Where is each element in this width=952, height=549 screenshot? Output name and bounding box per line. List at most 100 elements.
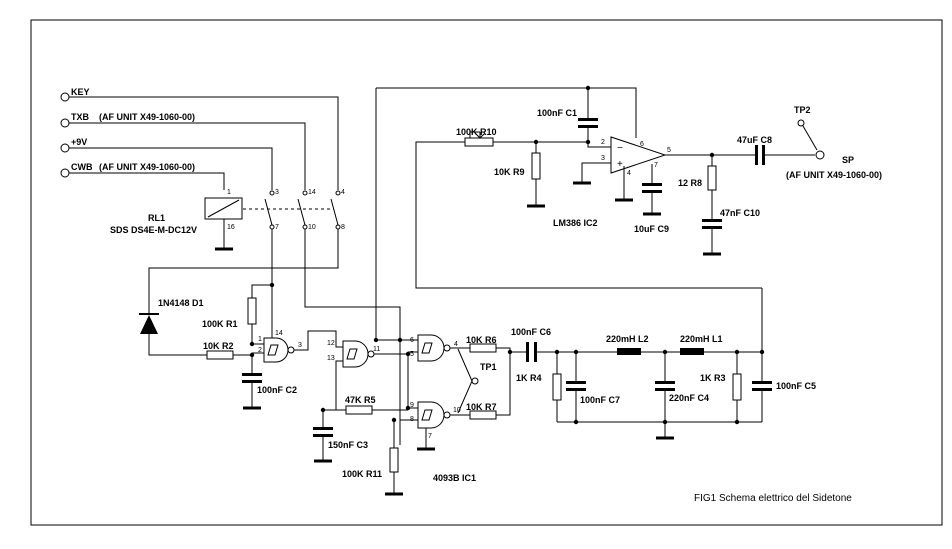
wire-cwb bbox=[69, 172, 225, 190]
r4-label: 1K R4 bbox=[516, 373, 542, 383]
c6-label: 100nF C6 bbox=[511, 327, 551, 337]
diode-d1: 1N4148 D1 bbox=[139, 298, 207, 356]
figure-caption: FIG1 Schema elettrico del Sidetone bbox=[694, 493, 852, 504]
relay-contact-b bbox=[297, 198, 306, 226]
nand-gate-4: 9 8 10 7 bbox=[410, 401, 461, 440]
capacitor-c1-plate-b bbox=[578, 125, 598, 128]
svg-text:14: 14 bbox=[275, 330, 283, 337]
c4-label: 220nF C4 bbox=[669, 393, 709, 403]
capacitor-c4-plate-b bbox=[655, 388, 675, 391]
wire-g2-pin13 bbox=[335, 360, 343, 410]
r1-label: 100K R1 bbox=[202, 319, 238, 329]
terminal-txb[interactable] bbox=[60, 118, 70, 128]
terminal-cwb[interactable] bbox=[60, 168, 70, 178]
terminal-txb-note: (AF UNIT X49-1060-00) bbox=[99, 112, 195, 122]
capacitor-c8-plate-a bbox=[755, 145, 758, 165]
svg-text:4: 4 bbox=[627, 170, 631, 177]
c1-label: 100nF C1 bbox=[537, 108, 577, 118]
capacitor-c5-plate-a bbox=[752, 381, 772, 384]
relay-ref-label: RL1 bbox=[148, 213, 165, 223]
nand-gate-3: 6 5 4 bbox=[410, 334, 458, 362]
tp2-label: TP2 bbox=[794, 105, 811, 115]
resistor-r6 bbox=[469, 343, 497, 353]
svg-text:2: 2 bbox=[601, 139, 605, 146]
potentiometer-r10[interactable] bbox=[464, 137, 494, 147]
terminal-cwb-note: (AF UNIT X49-1060-00) bbox=[99, 162, 195, 172]
svg-text:1: 1 bbox=[258, 336, 262, 343]
svg-text:7: 7 bbox=[654, 162, 658, 169]
c7-label: 100nF C7 bbox=[580, 395, 620, 405]
svg-text:2: 2 bbox=[258, 347, 262, 354]
relay-pin-14: 14 bbox=[308, 189, 316, 196]
c10-label: 47nF C10 bbox=[720, 208, 760, 218]
svg-text:9: 9 bbox=[410, 402, 414, 409]
nand-gate-1: 1 2 3 14 bbox=[258, 330, 302, 363]
test-point-tp2[interactable] bbox=[797, 119, 805, 127]
relay-rl1: 1 16 3 7 14 10 4 8 RL1 SDS DS4E-M-DC12V bbox=[110, 189, 345, 251]
relay-pin-3: 3 bbox=[275, 189, 279, 196]
resistor-r5 bbox=[345, 405, 373, 415]
terminal-plus9v-label: +9V bbox=[71, 137, 87, 147]
svg-text:6: 6 bbox=[410, 337, 414, 344]
terminal-plus9v[interactable] bbox=[60, 143, 70, 153]
wire-r6-r7-junction bbox=[496, 347, 511, 416]
drawing-frame bbox=[30, 19, 943, 526]
r6-label: 10K R6 bbox=[466, 335, 497, 345]
svg-text:10: 10 bbox=[453, 407, 461, 414]
capacitor-c9-plate-b bbox=[642, 190, 662, 193]
resistor-r4 bbox=[552, 373, 562, 401]
svg-text:6: 6 bbox=[640, 141, 644, 148]
r7-label: 10K R7 bbox=[466, 402, 497, 412]
terminal-cwb-label: CWB bbox=[71, 162, 93, 172]
svg-text:+: + bbox=[617, 159, 623, 170]
tp2-lead bbox=[802, 125, 818, 151]
sp-note: (AF UNIT X49-1060-00) bbox=[786, 170, 882, 180]
wire-relay-pin10-down bbox=[304, 229, 401, 445]
op-amp-ic2-body bbox=[610, 136, 667, 174]
svg-text:4: 4 bbox=[454, 341, 458, 348]
capacitor-c2-plate-b bbox=[242, 380, 262, 383]
ic2-label: LM386 IC2 bbox=[553, 218, 598, 228]
test-point-tp1[interactable] bbox=[471, 377, 479, 385]
resistor-r3 bbox=[732, 373, 742, 401]
r11-label: 100K R11 bbox=[342, 469, 382, 479]
capacitor-c10-plate-a bbox=[702, 219, 722, 222]
d1-label: 1N4148 D1 bbox=[158, 298, 204, 308]
svg-text:8: 8 bbox=[410, 416, 414, 423]
svg-text:5: 5 bbox=[410, 351, 414, 358]
relay-pin-10: 10 bbox=[308, 224, 316, 231]
wire-g1-to-g2 bbox=[294, 330, 343, 351]
capacitor-c3-plate-a bbox=[313, 427, 333, 430]
terminal-key[interactable] bbox=[60, 92, 70, 102]
relay-pin-4: 4 bbox=[341, 189, 345, 196]
wire-relay-pin8-to-d1 bbox=[148, 229, 339, 305]
capacitor-c7-plate-a bbox=[566, 381, 586, 384]
capacitor-c5-plate-b bbox=[752, 388, 772, 391]
relay-contact-c bbox=[330, 198, 339, 226]
nand-gate-2: 12 13 11 bbox=[327, 340, 380, 368]
relay-pin-1: 1 bbox=[227, 189, 231, 196]
capacitor-c7-plate-b bbox=[566, 388, 586, 391]
terminal-sp[interactable] bbox=[815, 150, 825, 160]
sp-label: SP bbox=[842, 155, 854, 165]
ic1-label: 4093B IC1 bbox=[433, 473, 476, 483]
r5-label: 47K R5 bbox=[345, 395, 376, 405]
relay-pin-16: 16 bbox=[227, 224, 235, 231]
capacitor-c2-plate-a bbox=[242, 373, 262, 376]
inductor-l2 bbox=[617, 348, 641, 355]
junction-dots bbox=[249, 85, 765, 425]
resistor-r2 bbox=[206, 350, 234, 360]
wire-key bbox=[69, 96, 339, 190]
wire-relay-pin7-to-r1 bbox=[251, 229, 273, 295]
input-terminals: KEY TXB (AF UNIT X49-1060-00) +9V CWB (A… bbox=[60, 87, 195, 178]
c3-label: 150nF C3 bbox=[328, 440, 368, 450]
capacitor-c3-plate-b bbox=[313, 434, 333, 437]
r9-label: 10K R9 bbox=[494, 167, 525, 177]
wire-txb bbox=[69, 122, 306, 190]
inductor-l1 bbox=[680, 348, 704, 355]
wire-filter-to-r10 bbox=[415, 141, 762, 289]
resistor-r7 bbox=[469, 410, 497, 420]
relay-part-label: SDS DS4E-M-DC12V bbox=[110, 225, 197, 235]
terminal-key-label: KEY bbox=[71, 87, 90, 97]
svg-text:12: 12 bbox=[327, 340, 335, 347]
